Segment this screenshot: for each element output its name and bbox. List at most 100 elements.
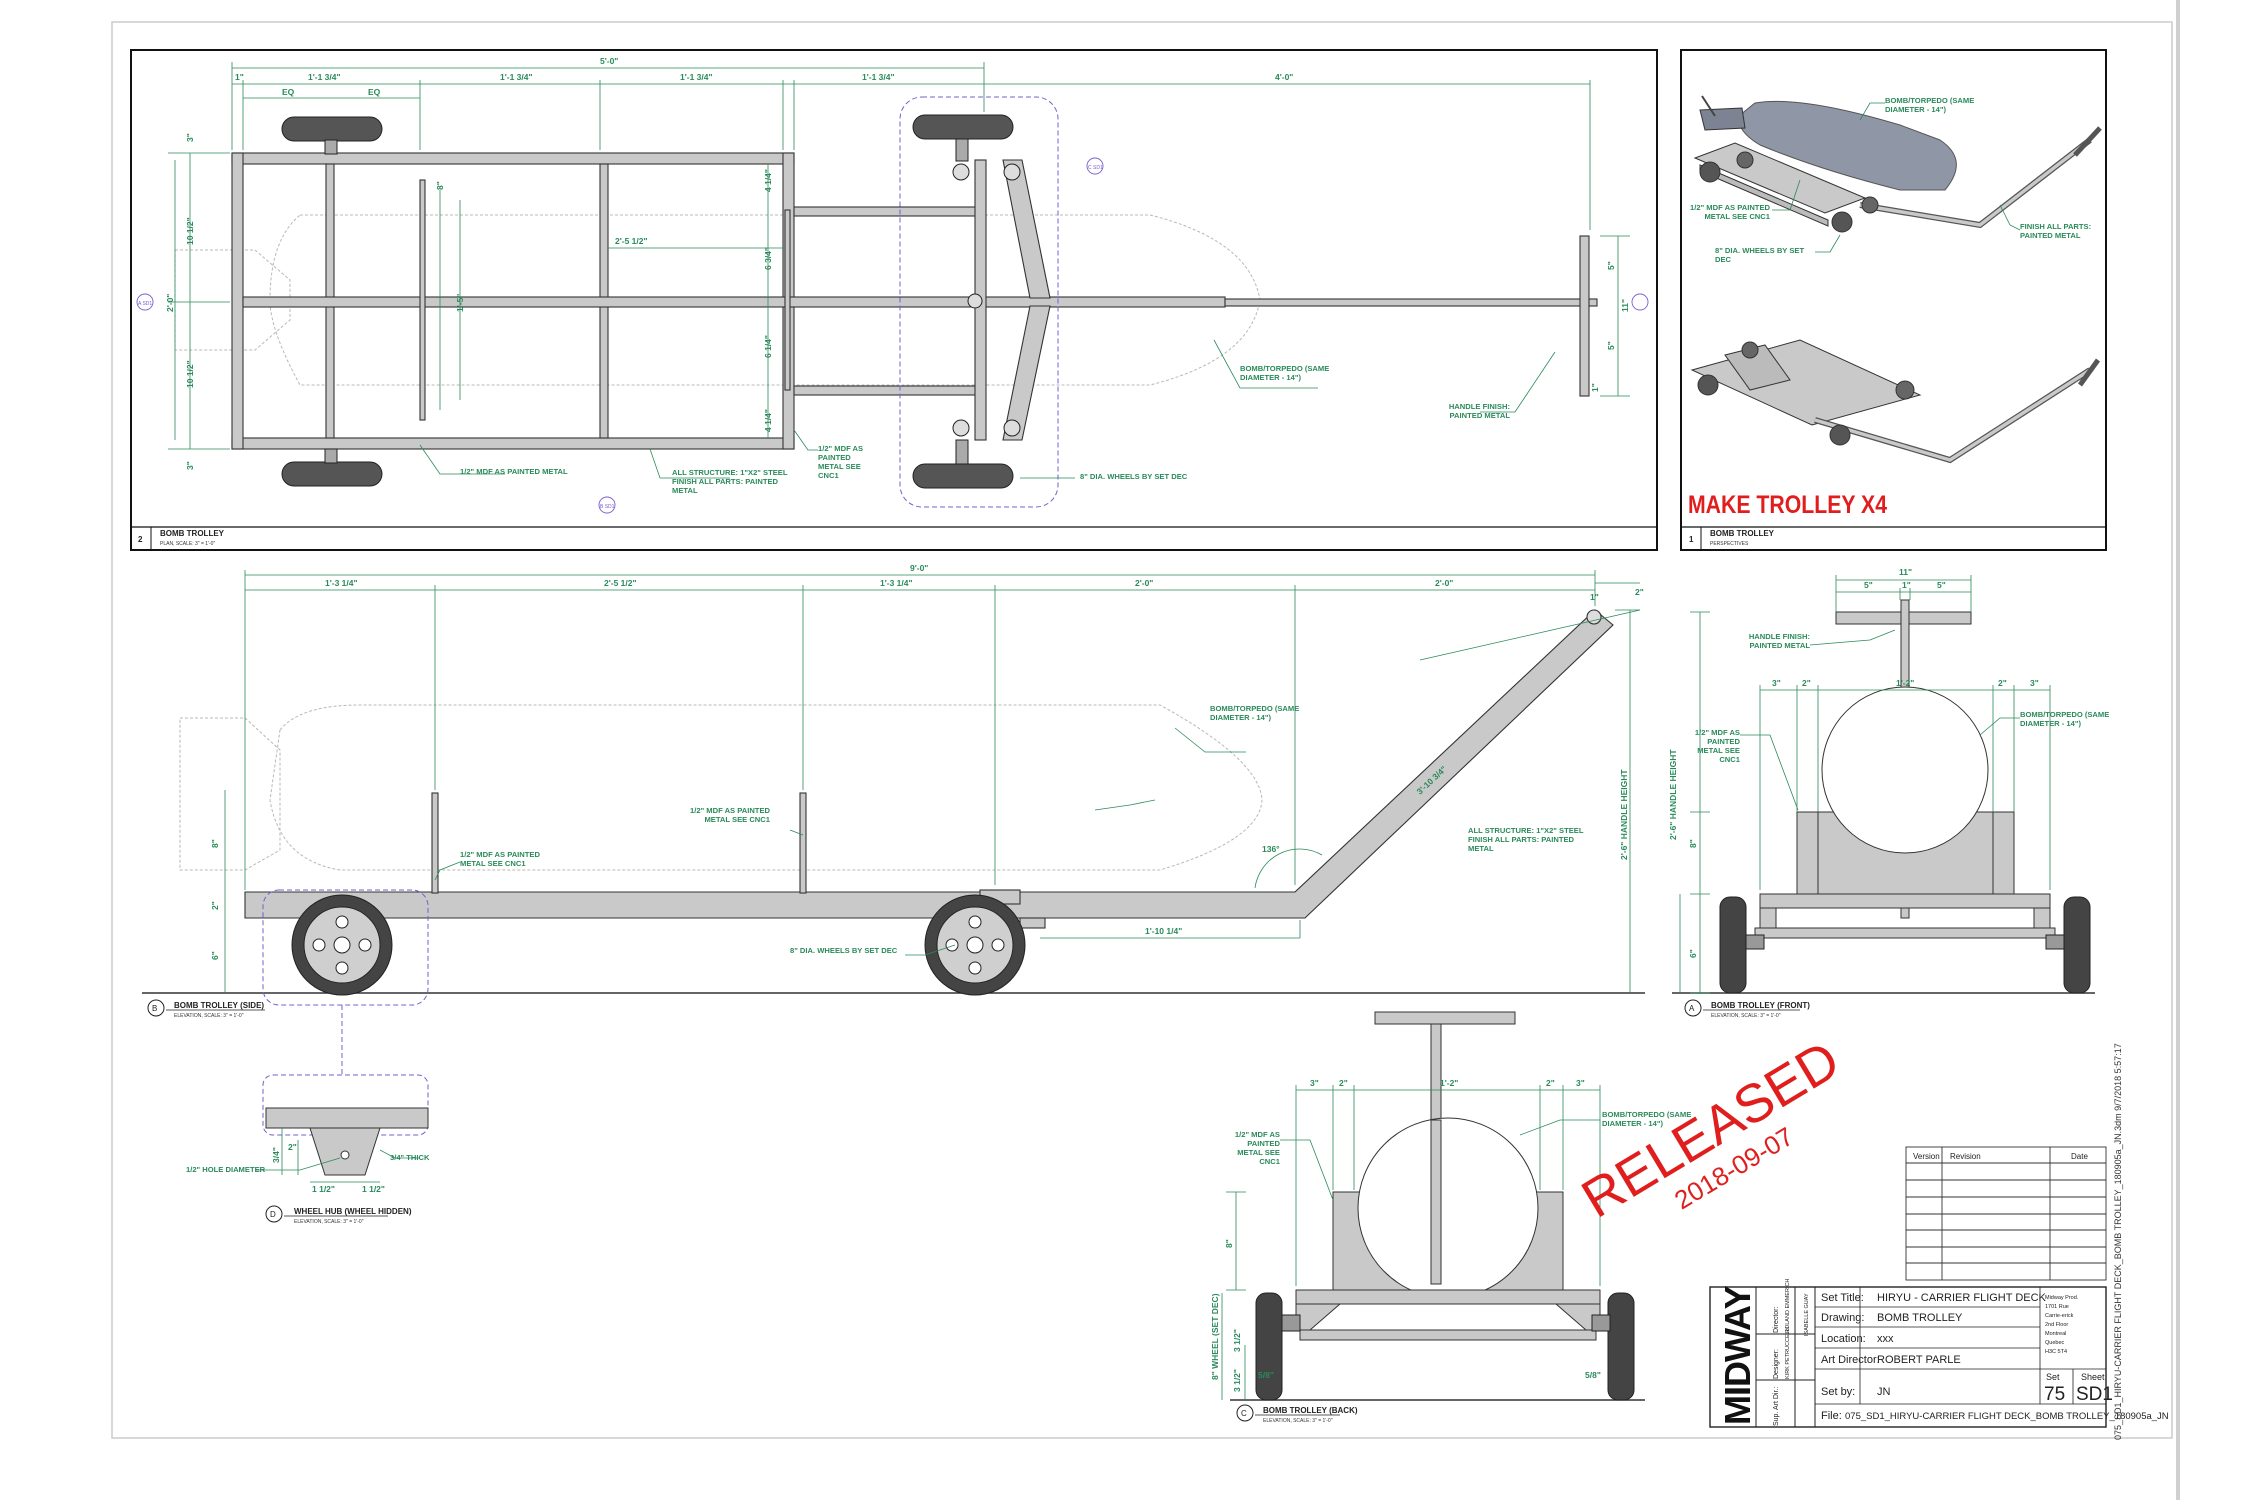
plan-wheel-callout-cloud [899,96,1059,508]
side-note-bomb: BOMB/TORPEDO (SAME DIAMETER - 14") [1210,704,1300,722]
plan-dim-d: 1'-1 3/4" [862,72,895,82]
side-dim-1: 1'-3 1/4" [325,578,358,588]
side-note-mdf-a: 1/2" MDF AS PAINTED METAL SEE CNC1 [460,850,540,868]
side-dim-5: 2'-0" [1435,578,1453,588]
set-title-label: Set Title: [1821,1292,1864,1304]
perspective-headline: MAKE TROLLEY X4 [1688,490,1887,518]
side-note-mdf-b: 1/2" MDF AS PAINTED METAL SEE CNC1 [690,806,770,824]
back-view-title: BOMB TROLLEY (BACK) [1263,1406,1358,1415]
plan-dim-inner-3: 6 1/4" [763,335,773,358]
file-value: 075_SD1_HIRYU-CARRIER FLIGHT DECK_BOMB T… [1845,1411,2169,1422]
side-dim-7: 2" [1635,587,1644,597]
plan-note-bomb: BOMB/TORPEDO (SAME DIAMETER - 14") [1240,364,1330,382]
back-view: 3" 2" 1'-2" 2" 3" 8" 8" WHEEL (SET DEC) … [1210,1011,1691,1424]
back-dim-3h-b: 3 1/2" [1232,1369,1242,1392]
plan-view-number: 2 [138,535,143,544]
sheet-border [111,21,2173,1439]
plan-dim-handle: 4'-0" [1275,72,1293,82]
address-line-3: Carrie-erick [2045,1313,2074,1319]
side-dim-2: 2'-5 1/2" [604,578,637,588]
back-dim-14: 1'-2" [1440,1078,1458,1088]
perspective-note-mdf: 1/2" MDF AS PAINTED METAL SEE CNC1 [1690,203,1770,221]
plan-dim-inner-6: 1'-5" [455,294,465,312]
front-view: 11" 5" 1" 5" 3" 2" 1'-2" 2" 3" 8" 6" 2'-… [1668,567,2110,1019]
back-dim-wheel: 8" WHEEL (SET DEC) [1210,1293,1220,1380]
revisions-header-version: Version [1913,1152,1940,1161]
side-dimension-lines [224,570,1641,993]
front-note-bomb: BOMB/TORPEDO (SAME DIAMETER - 14") [2020,710,2110,728]
plan-note-handle: HANDLE FINISH: PAINTED METAL [1448,402,1510,420]
callout-c: C SD1 [1088,165,1103,171]
set-by-label: Set by: [1821,1386,1855,1398]
back-view-scale: ELEVATION, SCALE: 3" = 1'-0" [1263,1418,1333,1424]
front-dim-14: 1'-2" [1896,678,1914,688]
back-dim-58-a: 5/8" [1258,1370,1274,1380]
perspective-trolley-empty [1690,339,2101,464]
side-view-scale: ELEVATION, SCALE: 3" = 1'-0" [174,1013,244,1019]
front-dim-6: 6" [1688,949,1698,958]
plan-note-mdf-cnc: 1/2" MDF AS PAINTED METAL SEE CNC1 [818,444,864,480]
designer-label: Designer: [1773,1349,1780,1379]
front-dim-1: 1" [1902,580,1911,590]
plan-view-title: BOMB TROLLEY [160,529,225,538]
side-dim-3: 1'-3 1/4" [880,578,913,588]
front-dim-8: 8" [1688,839,1698,848]
front-dim-2a: 2" [1802,678,1811,688]
perspective-trolley-with-bomb [1693,95,2102,233]
revisions-header-date: Date [2071,1152,2088,1161]
plan-dim-inner-2: 6 3/4" [763,247,773,270]
plan-dim-inch: 1" [235,72,244,82]
hub-note-hole: 1/2" HOLE DIAMETER [186,1165,266,1174]
address-line-5: Montreal [2045,1331,2066,1337]
hub-dim-b: 2" [288,1142,297,1152]
side-dim-overall: 9'-0" [910,563,928,573]
revisions-table [1905,1146,2107,1281]
set-by-value: JN [1877,1386,1891,1398]
side-note-structure: ALL STRUCTURE: 1"X2" STEEL FINISH ALL PA… [1468,826,1584,853]
front-view-title: BOMB TROLLEY (FRONT) [1711,1001,1810,1010]
front-dim-2b: 2" [1998,678,2007,688]
sheet-number-label: Sheet [2081,1372,2105,1382]
hub-view-letter: D [270,1210,276,1219]
plan-dim-inner-5: 2'-5 1/2" [615,236,648,246]
front-dim-3a: 3" [1772,678,1781,688]
sup-art-dir-label: Sup. Art Dir.: [1773,1387,1780,1426]
front-note-handle: HANDLE FINISH: PAINTED METAL [1748,632,1810,650]
plan-view-scale: PLAN, SCALE: 3" = 1'-0" [160,541,215,547]
plan-dim-b: 1'-1 3/4" [500,72,533,82]
plan-dim-inner-4: 4 1/4" [763,409,773,432]
plan-dim-left-4: 10 1/2" [185,360,195,388]
back-note-mdf: 1/2" MDF AS PAINTED METAL SEE CNC1 [1234,1130,1280,1166]
back-dim-8: 8" [1224,1239,1234,1248]
perspective-number: 1 [1689,535,1694,544]
director-label: Director: [1773,1306,1780,1333]
plan-wheels [281,114,1021,489]
front-dim-5a: 5" [1864,580,1873,590]
back-bomb-section [1357,1117,1539,1299]
director-name: ROLAND EMMERICH [1785,1279,1791,1333]
title-block-logo: MIDWAY [1717,1285,1758,1425]
designer-name: KIRK PETRUCCELLI [1785,1326,1791,1379]
perspective-scale: PERSPECTIVES [1710,541,1749,547]
set-number-value: 75 [2044,1384,2065,1405]
side-frame [244,609,1614,929]
plan-dim-inner-7: 8" [435,181,445,190]
plan-dim-overall: 5'-0" [600,56,618,66]
perspective-note-bomb: BOMB/TORPEDO (SAME DIAMETER - 14") [1885,96,1975,114]
plan-view: 2 BOMB TROLLEY PLAN, SCALE: 3" = 1'-0" [130,49,1658,551]
front-dim-5b: 5" [1937,580,1946,590]
title-block: MIDWAY Director: ROLAND EMMERICH Designe… [1709,1279,2169,1428]
location-label: Location: [1821,1333,1866,1345]
address-line-7: H3C 5T4 [2045,1349,2067,1355]
side-wheels [291,894,1026,996]
set-title-value: HIRYU - CARRIER FLIGHT DECK [1877,1292,2047,1304]
plan-dim-right-4: 1" [1590,383,1600,392]
sheet-number-value: SD1 [2076,1384,2113,1405]
side-dim-angle: 136° [1262,844,1280,854]
front-note-mdf: 1/2" MDF AS PAINTED METAL SEE CNC1 [1694,728,1740,764]
hub-view: 3/4" 2" 1 1/2" 1 1/2" 1/2" HOLE DIAMETER… [186,1074,430,1225]
edge-file-text: 075_SD1_HIRYU-CARRIER FLIGHT DECK_BOMB T… [2113,1043,2123,1440]
callout-b: B SD1 [600,504,615,510]
plan-dim-left-3: 2'-0" [165,294,175,312]
